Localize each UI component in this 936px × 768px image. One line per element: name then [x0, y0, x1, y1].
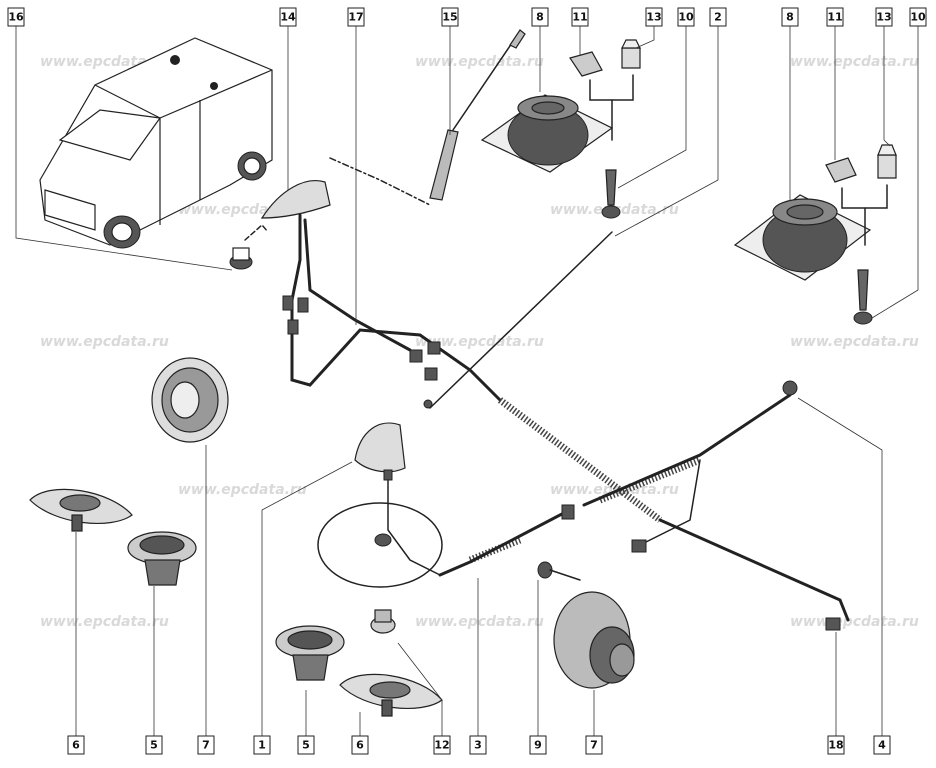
- callout-label: 9: [534, 739, 542, 752]
- roof-antenna-base: [244, 157, 502, 402]
- antenna-mast: [429, 29, 526, 201]
- callout-8: 8: [781, 7, 799, 27]
- callout-label: 8: [536, 11, 544, 24]
- watermark: www.epcdata.ru: [415, 614, 544, 630]
- callout-11: 11: [826, 7, 844, 27]
- speaker-5-left: [127, 531, 197, 586]
- callout-18: 18: [827, 735, 845, 755]
- watermark: www.epcdata.ru: [790, 334, 919, 350]
- watermark: www.epcdata.ru: [415, 54, 544, 70]
- callout-2: 2: [709, 7, 727, 27]
- callout-15: 15: [441, 7, 459, 27]
- callout-label: 1: [258, 739, 266, 752]
- callout-6: 6: [351, 735, 369, 755]
- callout-7: 7: [585, 735, 603, 755]
- nut-12: [370, 609, 396, 634]
- callout-7: 7: [197, 735, 215, 755]
- callout-5: 5: [297, 735, 315, 755]
- callout-3: 3: [469, 735, 487, 755]
- callout-label: 15: [442, 11, 457, 24]
- leader-lines: [15, 26, 919, 736]
- watermark: www.epcdata.ru: [790, 54, 919, 70]
- callout-label: 6: [356, 739, 364, 752]
- callout-label: 17: [348, 11, 363, 24]
- tweeter-6-left: [29, 488, 133, 532]
- callout-label: 11: [827, 11, 842, 24]
- rod-antenna: [423, 231, 613, 409]
- callout-14: 14: [279, 7, 297, 27]
- callout-17: 17: [347, 7, 365, 27]
- screw-9: [537, 561, 581, 581]
- nut-16: [229, 247, 253, 270]
- van-illustration: [39, 37, 273, 249]
- callout-label: 2: [714, 11, 722, 24]
- watermark: www.epcdata.ru: [790, 614, 919, 630]
- callout-6: 6: [67, 735, 85, 755]
- door-speaker-7-left: [151, 357, 229, 443]
- watermark-layer: www.epcdata.ru www.epcdata.ru www.epcdat…: [40, 54, 919, 630]
- callout-5: 5: [145, 735, 163, 755]
- watermark: www.epcdata.ru: [550, 482, 679, 498]
- callout-label: 16: [8, 11, 24, 24]
- callout-label: 14: [280, 11, 296, 24]
- callout-label: 3: [474, 739, 482, 752]
- callout-label: 12: [434, 739, 449, 752]
- speaker-5-bottom: [275, 625, 345, 681]
- callout-label: 18: [828, 739, 843, 752]
- callout-12: 12: [433, 735, 451, 755]
- callout-label: 11: [572, 11, 587, 24]
- callout-label: 10: [678, 11, 694, 24]
- callout-10: 10: [909, 7, 927, 27]
- callout-label: 5: [150, 739, 158, 752]
- callout-label: 7: [202, 739, 210, 752]
- callout-16: 16: [7, 7, 25, 27]
- callout-1: 1: [253, 735, 271, 755]
- speaker-8-right: [733, 194, 872, 281]
- callout-label: 8: [786, 11, 794, 24]
- callout-label: 7: [590, 739, 598, 752]
- callout-10: 10: [677, 7, 695, 27]
- callout-11: 11: [571, 7, 589, 27]
- watermark: www.epcdata.ru: [178, 482, 307, 498]
- clips-right: [825, 144, 897, 325]
- clips-top: [569, 39, 641, 219]
- callout-4: 4: [873, 735, 891, 755]
- callout-9: 9: [529, 735, 547, 755]
- callout-label: 13: [876, 11, 891, 24]
- callout-8: 8: [531, 7, 549, 27]
- callout-13: 13: [875, 7, 893, 27]
- door-speaker-7-right: [553, 591, 635, 689]
- antenna-base-1: [317, 422, 443, 588]
- main-harness: [438, 380, 850, 631]
- callout-label: 6: [72, 739, 80, 752]
- callout-label: 4: [878, 739, 886, 752]
- watermark: www.epcdata.ru: [40, 334, 169, 350]
- callout-label: 13: [646, 11, 661, 24]
- callout-label: 5: [302, 739, 310, 752]
- callout-13: 13: [645, 7, 663, 27]
- speaker-8-top: [480, 94, 614, 173]
- callout-label: 10: [910, 11, 926, 24]
- watermark: www.epcdata.ru: [415, 334, 544, 350]
- watermark: www.epcdata.ru: [40, 614, 169, 630]
